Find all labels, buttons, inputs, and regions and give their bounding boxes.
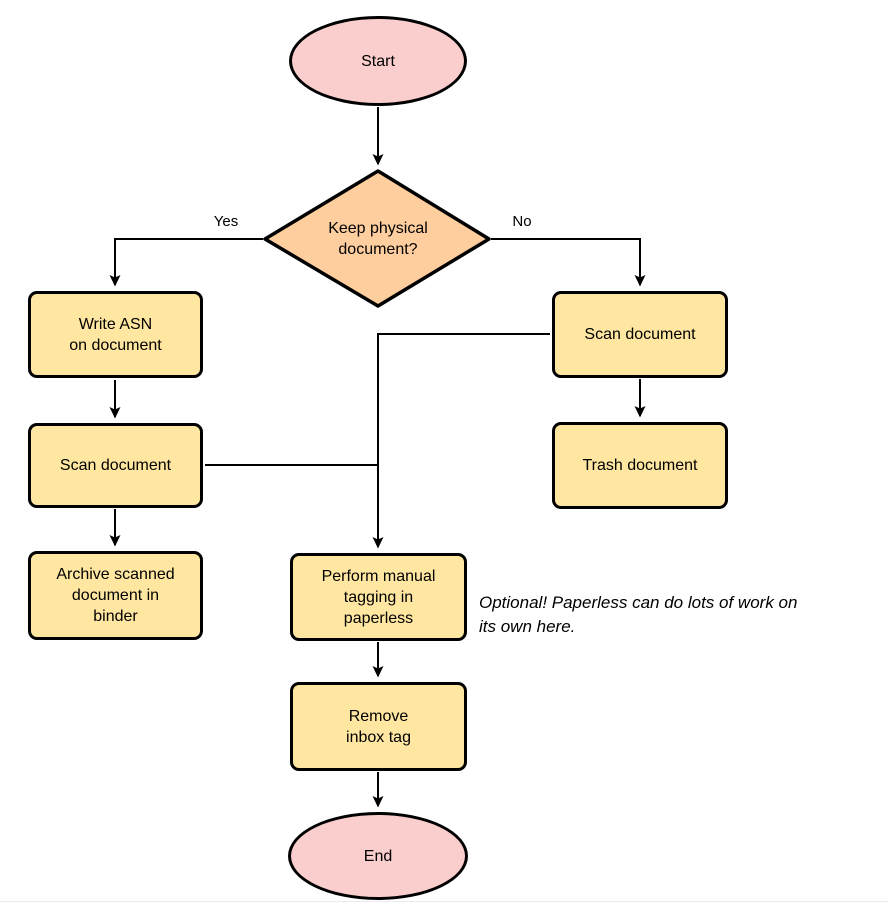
node-scan-document-left: Scan document bbox=[28, 423, 203, 508]
edge-scan-right-to-tagging bbox=[372, 333, 550, 549]
node-start: Start bbox=[289, 16, 467, 106]
edge-decision-no-to-scan-right bbox=[491, 238, 646, 287]
decision-diamond-shape bbox=[263, 169, 491, 308]
edge-decision-yes-to-write-asn bbox=[109, 238, 263, 287]
node-end: End bbox=[288, 812, 468, 900]
node-trash-document: Trash document bbox=[552, 422, 728, 509]
edge-label-no: No bbox=[512, 213, 532, 230]
node-archive-binder: Archive scanned document in binder bbox=[28, 551, 203, 640]
node-manual-tagging: Perform manual tagging in paperless bbox=[290, 553, 467, 641]
node-remove-inbox-tag: Remove inbox tag bbox=[290, 682, 467, 771]
annotation-optional-note: Optional! Paperless can do lots of work … bbox=[479, 593, 798, 636]
node-decision-label: Keep physical document? bbox=[328, 220, 428, 258]
node-write-asn: Write ASN on document bbox=[28, 291, 203, 378]
bottom-divider bbox=[0, 901, 888, 902]
node-scan-document-right: Scan document bbox=[552, 291, 728, 378]
edge-label-yes: Yes bbox=[213, 213, 239, 230]
